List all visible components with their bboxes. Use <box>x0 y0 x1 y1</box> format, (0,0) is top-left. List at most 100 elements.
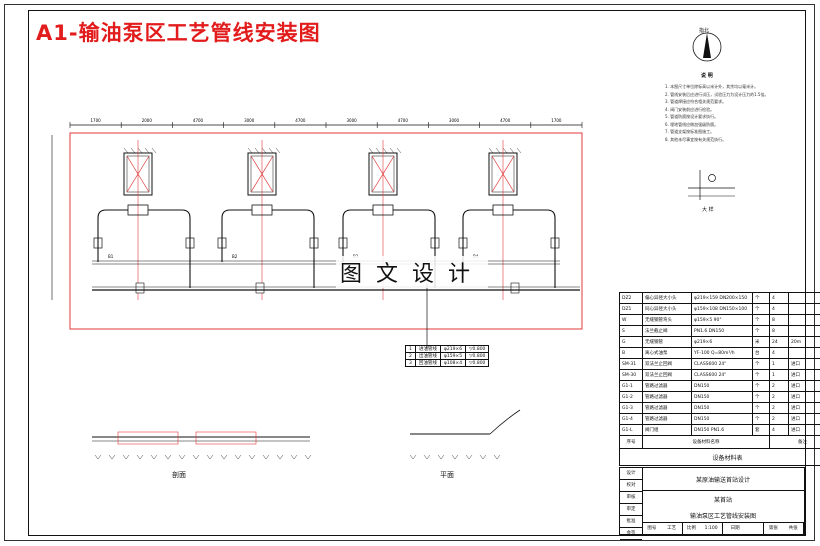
material-footer-row: 序号设备材料名称备注 <box>619 435 820 449</box>
section-label-left: 剖面 <box>172 471 186 479</box>
material-cell: CLASS600 24" <box>691 369 753 381</box>
material-cell: 2 <box>769 402 789 414</box>
field-key: 图号 <box>647 526 657 531</box>
material-cell: 偏心异径大小头 <box>642 292 692 304</box>
material-cell: 管路过滤器 <box>642 391 692 403</box>
title-block-label: 会签 <box>620 528 642 540</box>
material-cell: 双法兰止回阀 <box>642 369 692 381</box>
dimension-label: 3000 <box>449 118 460 123</box>
note-line: 6. 埋地管线应做加强级防腐。 <box>665 121 719 127</box>
material-cell: 个 <box>752 369 770 381</box>
section-pipe <box>195 431 257 445</box>
section-views <box>92 409 521 460</box>
material-cell: PN1.6 DN150 <box>691 325 753 337</box>
company-name: 某原油输送首站设计 <box>642 468 804 491</box>
drawing-frame <box>28 10 806 536</box>
note-line: 1. 本图尺寸单位除标高以米计外，其余均以毫米计。 <box>665 84 759 89</box>
north-label: 指北 <box>699 28 710 34</box>
material-cell: 进口 <box>788 358 820 370</box>
material-cell: 1 <box>769 358 789 370</box>
material-cell: 进口 <box>788 391 820 403</box>
section-label-right: 平面 <box>440 471 454 479</box>
material-cell: W <box>619 314 643 326</box>
material-cell: G1-2 <box>619 391 643 403</box>
legend-cell: 2 <box>405 352 416 360</box>
note-line: 2. 管线安装后应进行试压，试验压力为设计压力的1.5倍。 <box>665 91 769 97</box>
dimension-label: 4700 <box>398 118 409 123</box>
material-cell <box>788 347 820 359</box>
detail-label: 大 样 <box>702 207 714 213</box>
legend-cell: 出油管线 <box>414 352 441 360</box>
dimension-label: 2000 <box>142 118 153 123</box>
dimension-label: 1700 <box>551 118 562 123</box>
material-cell <box>788 303 820 315</box>
note-line: 3. 管道焊接应符合相关规范要求。 <box>665 99 727 104</box>
material-cell: DN150 <box>691 413 753 425</box>
material-cell: 个 <box>752 314 770 326</box>
pump-b1: B1 <box>93 140 195 300</box>
field-value: 共张 <box>788 526 798 531</box>
material-cell: φ159×5 90° <box>691 314 753 326</box>
material-cell: 进口 <box>788 424 820 436</box>
field-key: 日期 <box>730 526 740 531</box>
title-block-label: 审定 <box>620 504 642 516</box>
material-cell: DN150 <box>691 391 753 403</box>
field-key: 第张 <box>768 526 778 531</box>
material-cell: 管路过滤器 <box>642 402 692 414</box>
material-cell: 个 <box>752 325 770 337</box>
material-cell: 同心异径大小头 <box>642 303 692 315</box>
dimension-label: 3000 <box>347 118 358 123</box>
legend-cell: φ108×4 <box>439 359 467 367</box>
watermark-text: 图文设计 <box>336 256 489 288</box>
material-cell: φ219×159 DN200×150 <box>691 292 753 304</box>
field-value: 工艺 <box>667 526 677 531</box>
material-cell: 个 <box>752 402 770 414</box>
material-footer-cell: 设备材料名称 <box>642 435 770 449</box>
material-cell <box>788 325 820 337</box>
title-block-labels: 设计校对审核审定批准会签 <box>620 468 643 540</box>
dimension-label: 4700 <box>193 118 204 123</box>
legend-cell: ▽0.800 <box>465 352 490 360</box>
pump-code-label: B2 <box>232 254 238 259</box>
title-block-field: 日期 <box>723 522 764 534</box>
material-cell: 4 <box>769 347 789 359</box>
material-cell: 个 <box>752 292 770 304</box>
material-cell: 2 <box>769 391 789 403</box>
material-cell: 个 <box>752 303 770 315</box>
dimension-label: 4700 <box>500 118 511 123</box>
material-cell: 4 <box>769 292 789 304</box>
material-cell: 离心式油泵 <box>642 347 692 359</box>
material-footer-cell: 备注 <box>769 435 820 449</box>
material-cell: B <box>619 347 643 359</box>
material-cell <box>788 314 820 326</box>
material-cell: 双法兰止回阀 <box>642 358 692 370</box>
title-block-label: 批准 <box>620 516 642 528</box>
material-cell: 8 <box>769 314 789 326</box>
field-value: 1:100 <box>704 525 718 531</box>
material-cell: 台 <box>752 347 770 359</box>
material-cell: 4 <box>769 424 789 436</box>
material-cell: φ159×108 DN150×100 <box>691 303 753 315</box>
section-pipe <box>117 431 179 445</box>
material-cell: 法兰截止阀 <box>642 325 692 337</box>
material-cell: SM-30 <box>619 369 643 381</box>
material-cell: 进口 <box>788 369 820 381</box>
material-cell: 1 <box>769 369 789 381</box>
material-cell: G1-3 <box>619 402 643 414</box>
dimension-label: 4700 <box>295 118 306 123</box>
title-block-field: 第张 共张 <box>764 522 804 534</box>
